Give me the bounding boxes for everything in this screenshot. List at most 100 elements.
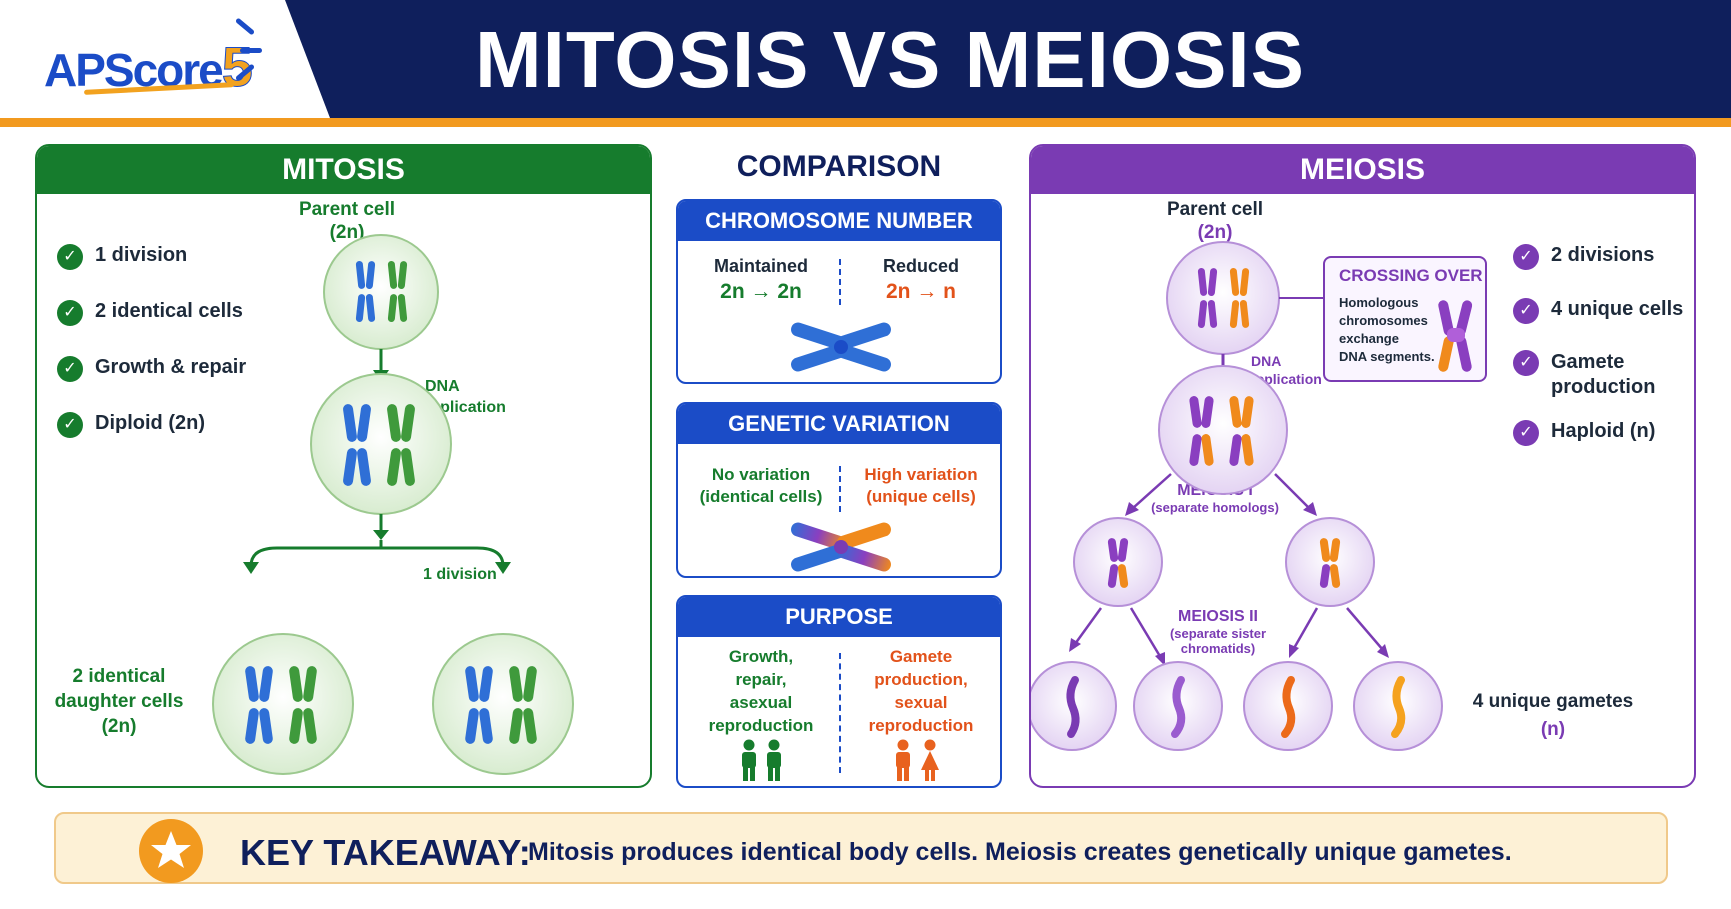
mitosis-check-item: ✓ Diploid (2n) <box>57 412 205 438</box>
mitosis-purpose-line: asexual <box>729 693 793 712</box>
mitosis-dna-replication-label: DNA replication <box>425 376 506 418</box>
male-female-icon <box>896 739 939 781</box>
crossing-over-title: CROSSING OVER <box>1339 266 1483 285</box>
crossing-over-line: exchange <box>1339 331 1399 346</box>
mitosis-parent-ploidy: (2n) <box>329 222 365 243</box>
mitosis-check-item: ✓ 1 division <box>57 244 187 270</box>
gamete-cell <box>1133 661 1223 751</box>
high-variation-line1: High variation <box>864 465 978 484</box>
mitosis-diagram <box>212 234 574 775</box>
meiosis-1-cell-orange <box>1285 517 1375 607</box>
mixed-chromosome-icon <box>791 522 891 572</box>
meiosis-2-label: MEIOSIS II (separate sister chromatids) <box>1133 608 1303 656</box>
blue-chromosome <box>355 261 376 322</box>
meiosis-1-sub: (separate homologs) <box>1151 500 1279 515</box>
meiosis-diagram <box>1031 241 1443 751</box>
genetic-variation-box: GENETIC VARIATION No variation (identica… <box>676 402 1002 578</box>
comparison-divider <box>839 653 841 773</box>
meiosis-replicated-cell <box>1158 365 1288 495</box>
gametes-label: 4 unique gametes (n) <box>1463 688 1643 744</box>
gamete-cell <box>1243 661 1333 751</box>
logo-spark <box>240 48 262 53</box>
mitosis-check-label: 2 identical cells <box>95 300 243 322</box>
key-takeaway-bar: KEY TAKEAWAY: Mitosis produces identical… <box>54 812 1668 884</box>
meiosis-check-line1: Gamete <box>1551 351 1625 373</box>
meiosis-1-cell-purple <box>1073 517 1163 607</box>
mitosis-split-arrows <box>243 514 511 574</box>
meiosis-check-line2: production <box>1551 376 1656 398</box>
meiosis-parent-cell <box>1166 241 1280 355</box>
page-title: MITOSIS VS MEIOSIS <box>474 15 1306 104</box>
crossing-over-line: Homologous <box>1339 295 1419 310</box>
check-icon: ✓ <box>57 412 83 438</box>
high-variation-line2: (unique cells) <box>866 487 976 507</box>
mitosis-check-label: Growth & repair <box>95 356 247 378</box>
mitosis-daughter-line3: (2n) <box>101 716 137 737</box>
mitosis-check-item: ✓ Growth & repair <box>57 356 246 382</box>
meiosis-purpose-line: reproduction <box>868 716 974 735</box>
chromosome-number-heading: CHROMOSOME NUMBER <box>678 201 1000 241</box>
crossing-chromosome-icon <box>1438 300 1473 372</box>
meiosis-check-label: Gamete production <box>1551 350 1655 400</box>
mitosis-parent-cell <box>323 234 439 350</box>
maintained-label: Maintained <box>713 256 808 276</box>
star-icon <box>139 819 203 883</box>
mitosis-panel: MITOSIS Parent cell (2n) ✓ 1 division ✓ … <box>35 144 652 788</box>
check-icon: ✓ <box>1513 298 1539 324</box>
comparison-divider <box>839 259 841 305</box>
blue-chromosome <box>343 404 371 486</box>
meiosis-check-item: ✓ 4 unique cells <box>1513 298 1683 324</box>
mitosis-purpose-line: Growth, <box>728 647 794 666</box>
mitosis-daughter-line2: daughter cells <box>54 691 184 712</box>
no-variation-line1: No variation <box>711 465 811 484</box>
no-variation-line2: (identical cells) <box>699 487 823 507</box>
meiosis-parent-label: Parent cell (2n) <box>1145 198 1285 244</box>
meiosis-check-item: ✓ Haploid (n) <box>1513 420 1655 446</box>
meiosis-panel: MEIOSIS Parent cell (2n) DNA replication… <box>1029 144 1696 788</box>
apscore-logo[interactable]: APScore5 <box>44 17 284 99</box>
key-takeaway-text: Mitosis produces identical body cells. M… <box>528 838 1512 866</box>
meiosis-dna-line2: replication <box>1251 371 1322 387</box>
reduced-label: Reduced <box>882 256 960 276</box>
purpose-heading: PURPOSE <box>678 597 1000 637</box>
mitosis-daughter-label: 2 identical daughter cells (2n) <box>49 664 189 739</box>
check-icon: ✓ <box>1513 244 1539 270</box>
mitosis-check-label: Diploid (2n) <box>95 412 205 434</box>
mitosis-daughter-cell <box>212 633 354 775</box>
chromosome-number-left: Maintained 2n → 2n <box>686 255 836 306</box>
gamete-cell <box>1353 661 1443 751</box>
people-icon <box>742 739 781 781</box>
meiosis-2-arrows <box>1069 607 1389 666</box>
meiosis-2-title: MEIOSIS II <box>1177 608 1258 625</box>
mitosis-check-label: 1 division <box>95 244 188 266</box>
comparison-title: COMPARISON <box>736 150 942 183</box>
maintained-value: 2n → 2n <box>720 280 802 304</box>
crossing-over-box: CROSSING OVER Homologous chromosomes exc… <box>1323 256 1487 382</box>
meiosis-check-label: 2 divisions <box>1551 244 1655 266</box>
meiosis-check-label: 4 unique cells <box>1551 298 1684 320</box>
meiosis-dna-replication-label: DNA replication <box>1251 352 1322 388</box>
gamete-cell <box>1031 661 1117 751</box>
mitosis-daughter-line1: 2 identical <box>72 666 166 687</box>
crossing-over-text: Homologous chromosomes exchange DNA segm… <box>1339 294 1439 366</box>
meiosis-purpose-line: production, <box>874 670 968 689</box>
blue-chromosome-icon <box>791 322 891 372</box>
mitosis-check-item: ✓ 2 identical cells <box>57 300 243 326</box>
mitosis-dna-line1: DNA <box>425 378 460 395</box>
chromosome-number-box: CHROMOSOME NUMBER Maintained 2n → 2n Red… <box>676 199 1002 384</box>
meiosis-check-label: Haploid (n) <box>1551 420 1656 442</box>
meiosis-dna-line1: DNA <box>1251 353 1282 369</box>
meiosis-title: MEIOSIS <box>1031 146 1694 194</box>
check-icon: ✓ <box>1513 420 1539 446</box>
meiosis-purpose-line: sexual <box>894 693 948 712</box>
mitosis-purpose-line: reproduction <box>708 716 814 735</box>
header-logo-area <box>0 0 330 118</box>
header: APScore5 MITOSIS VS MEIOSIS <box>0 0 1731 128</box>
chromosome-number-right: Reduced 2n → n <box>846 255 996 306</box>
crossing-over-line: chromosomes <box>1339 313 1428 328</box>
mitosis-title: MITOSIS <box>37 146 650 194</box>
meiosis-parent-cell-label: Parent cell <box>1166 199 1264 220</box>
check-icon: ✓ <box>57 300 83 326</box>
purpose-box: PURPOSE Growth, repair, asexual reproduc… <box>676 595 1002 788</box>
meiosis-parent-ploidy: (2n) <box>1197 222 1233 243</box>
